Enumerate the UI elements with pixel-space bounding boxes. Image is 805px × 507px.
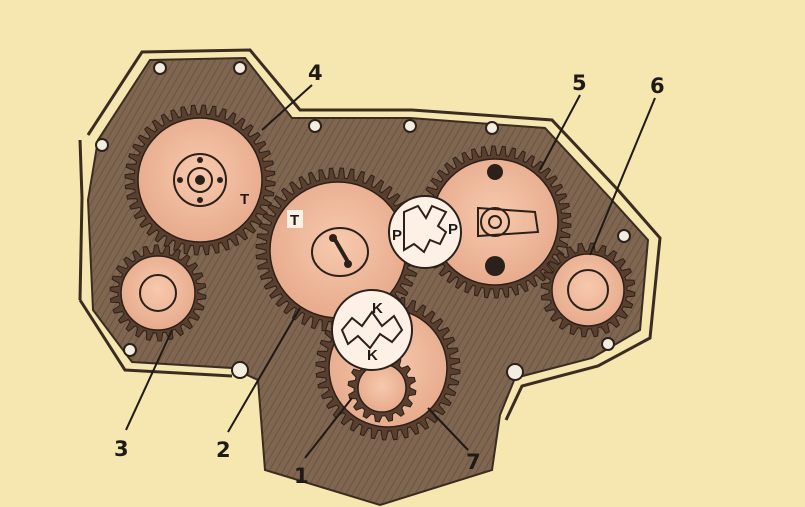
callout-1: 1 <box>294 464 309 488</box>
gasket-line-lower <box>78 139 233 378</box>
mark-p-right: P <box>448 221 458 238</box>
timing-letters: T T P P K K <box>240 191 458 364</box>
mark-t-gear4: T <box>240 191 249 208</box>
bolt-hole <box>601 337 615 351</box>
mark-k-top: K <box>372 300 383 317</box>
leader-3 <box>125 329 173 431</box>
timing-mark-p-circle <box>388 195 462 269</box>
gear-face <box>551 253 625 327</box>
mark-t-gear2: T <box>290 212 299 229</box>
gear-4-hub <box>173 153 227 207</box>
callout-numbers: 1 2 3 4 5 6 7 <box>114 61 665 488</box>
gear-1 <box>347 353 417 423</box>
bolt-hole <box>233 61 247 75</box>
gear-5 <box>418 145 572 299</box>
bolt-holes <box>95 61 631 381</box>
callout-7: 7 <box>466 450 481 474</box>
callout-3: 3 <box>114 437 129 461</box>
bolt-hole <box>308 119 322 133</box>
mark-p-left: P <box>392 227 402 244</box>
callout-2: 2 <box>216 438 231 462</box>
leader-2 <box>227 307 301 433</box>
gear-3-hub <box>139 274 177 312</box>
callout-6: 6 <box>650 74 665 98</box>
leader-6 <box>589 97 656 256</box>
bolt-hole <box>485 121 499 135</box>
bolt-hole <box>403 119 417 133</box>
gear-2-hub <box>311 227 369 277</box>
gasket-line <box>86 48 662 421</box>
callout-5: 5 <box>572 71 587 95</box>
gear-face <box>357 363 407 413</box>
gear-6 <box>540 242 636 338</box>
gear-5-hub <box>477 164 540 276</box>
leader-lines <box>125 84 656 459</box>
timing-mark-k-circle <box>331 289 413 371</box>
gear-face <box>120 255 196 331</box>
mark-k-bottom: K <box>367 347 378 364</box>
leader-4 <box>261 84 313 131</box>
bolt-hole <box>231 361 249 379</box>
bolt-hole <box>123 343 137 357</box>
bolt-hole <box>617 229 631 243</box>
bolt-hole <box>153 61 167 75</box>
callout-4: 4 <box>308 61 323 85</box>
bolt-hole <box>506 363 524 381</box>
leader-5 <box>539 94 581 171</box>
mark-t-gear2-bg <box>287 210 303 228</box>
gear-3 <box>109 244 207 342</box>
bolt-hole <box>95 138 109 152</box>
leader-1 <box>304 397 353 459</box>
leader-7 <box>427 407 469 451</box>
gear-6-hub <box>567 269 609 311</box>
